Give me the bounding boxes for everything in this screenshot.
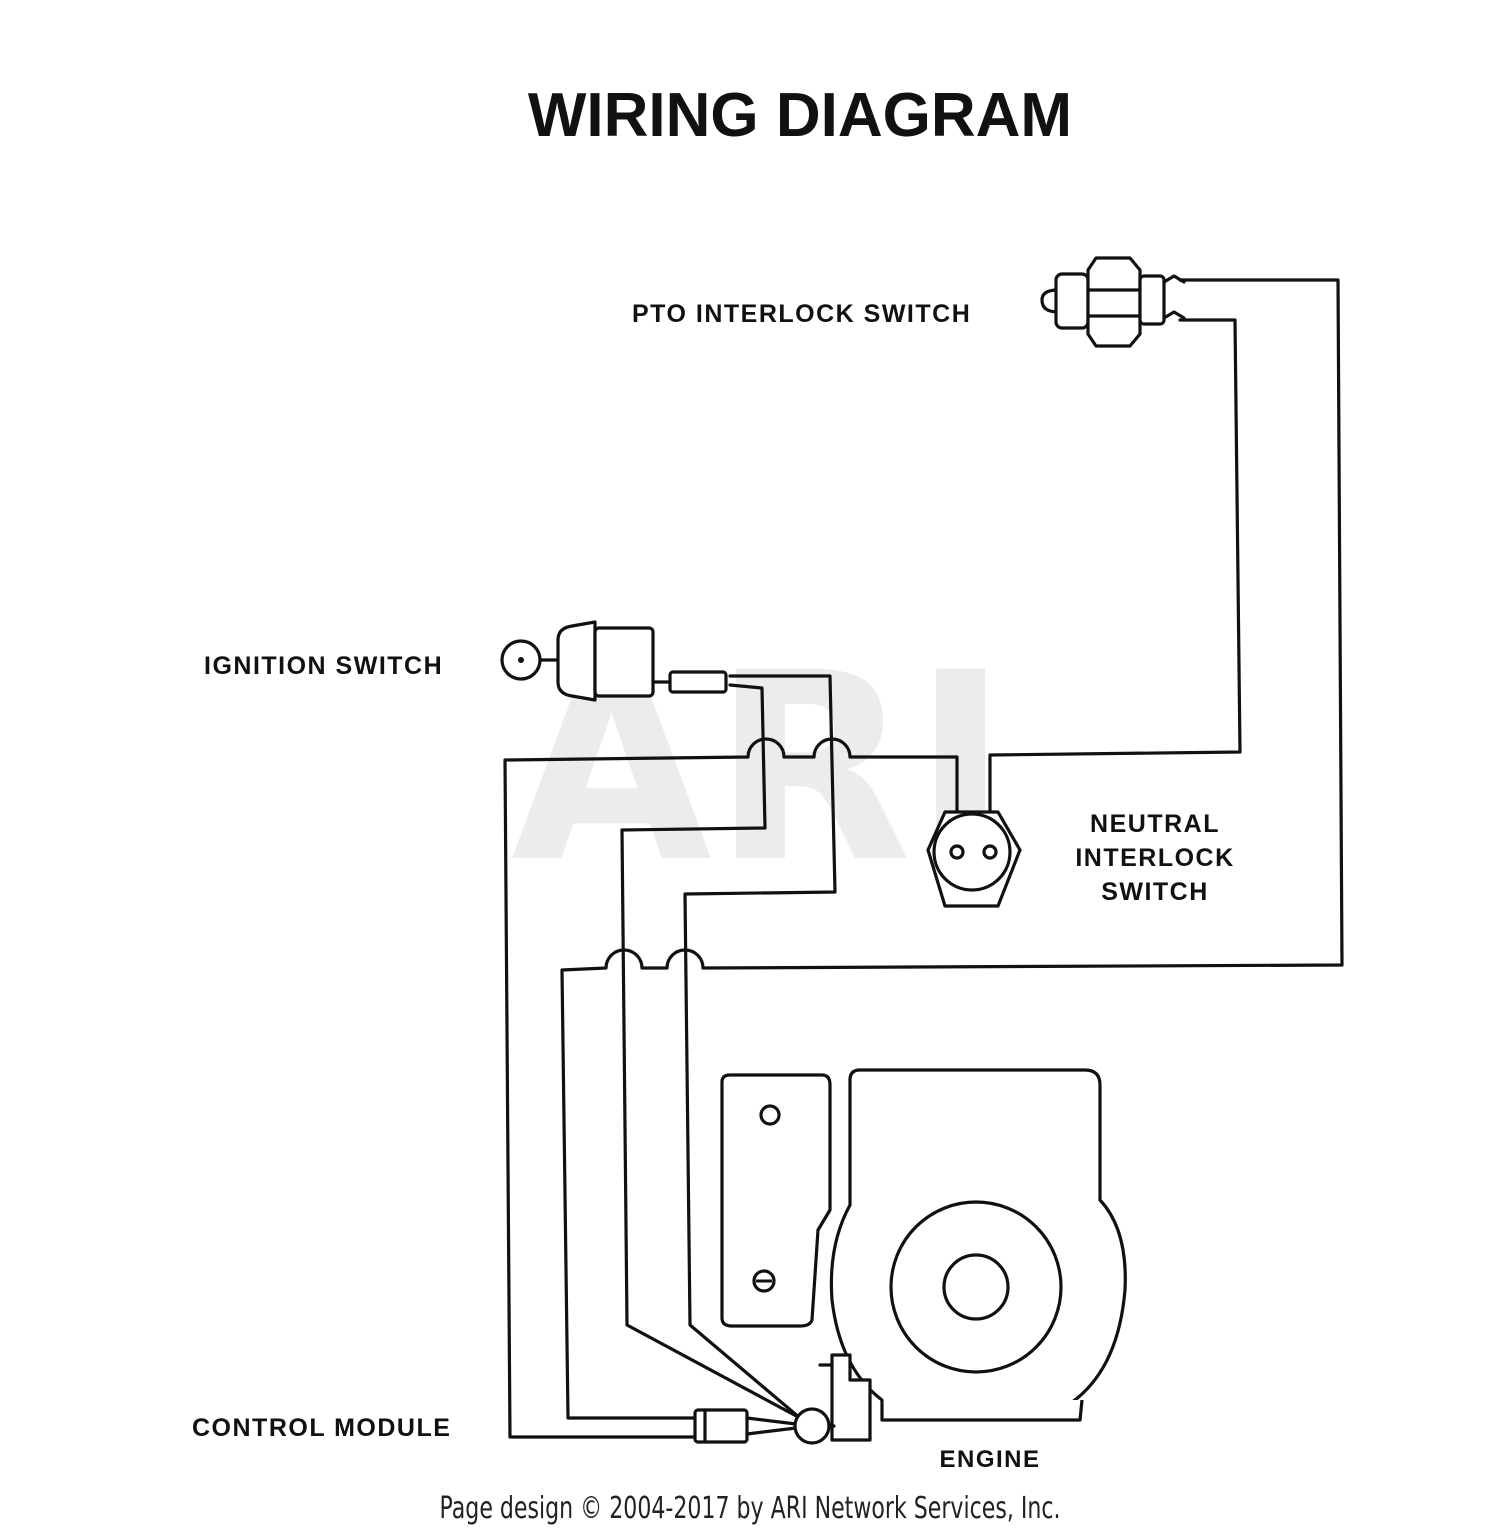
neutral-interlock-label-1: NEUTRAL xyxy=(1090,810,1220,838)
ignition-switch xyxy=(500,620,728,702)
footer-copyright: Page design © 2004-2017 by ARI Network S… xyxy=(439,1492,1060,1526)
neutral-interlock-switch xyxy=(926,810,1022,908)
engine-label: ENGINE xyxy=(939,1446,1040,1473)
pto-interlock-switch xyxy=(1040,256,1186,348)
control-module xyxy=(693,1407,836,1445)
wire-ignition-b xyxy=(683,674,837,1420)
engine xyxy=(720,1068,1127,1442)
wire-pto-inner xyxy=(988,318,1242,852)
wire-pto-outer xyxy=(560,278,1344,1420)
control-module-label: CONTROL MODULE xyxy=(192,1414,451,1442)
neutral-interlock-label-3: SWITCH xyxy=(1101,878,1209,906)
page-title: WIRING DIAGRAM xyxy=(528,81,1072,150)
wires xyxy=(503,278,1344,1439)
neutral-interlock-label-2: INTERLOCK xyxy=(1075,844,1234,872)
wire-ignition-a xyxy=(620,683,802,1420)
pto-interlock-switch-label: PTO INTERLOCK SWITCH xyxy=(632,300,971,328)
wire-neutral-left xyxy=(503,737,959,1439)
ignition-switch-label: IGNITION SWITCH xyxy=(204,652,443,680)
